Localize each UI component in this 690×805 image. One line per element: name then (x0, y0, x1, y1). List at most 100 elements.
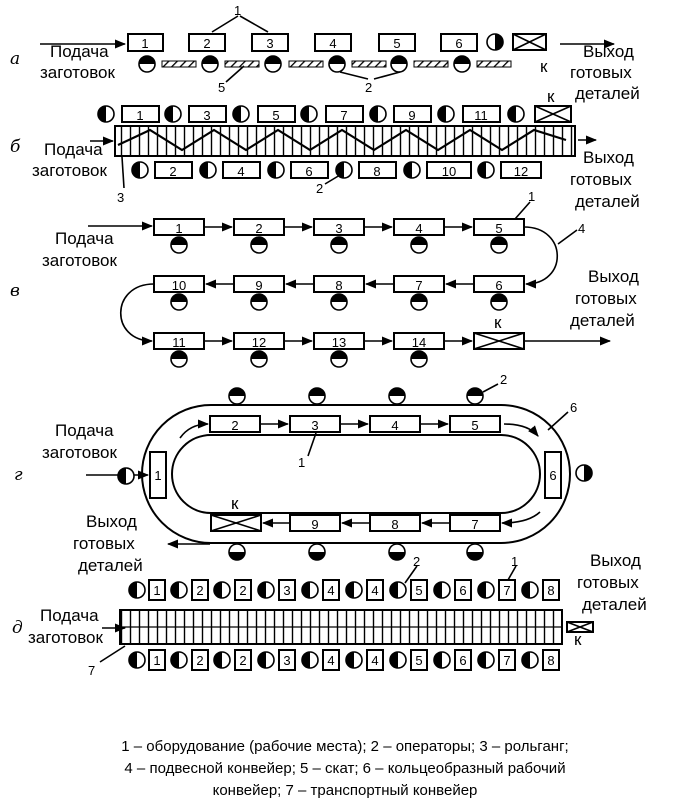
operator-icon (264, 55, 282, 73)
output-label-line2: готовых (570, 170, 632, 189)
callout-1: 1 (298, 455, 305, 470)
control-mark: к (231, 494, 239, 513)
output-label-line2: готовых (570, 63, 632, 82)
station: 7 (498, 579, 516, 601)
station: 11 (153, 332, 205, 350)
output-label-line2: готовых (575, 289, 637, 308)
callout-2: 2 (500, 372, 507, 387)
station: 7 (449, 514, 501, 532)
svg-text:10: 10 (442, 164, 456, 179)
svg-text:6: 6 (459, 653, 466, 668)
station: 4 (314, 33, 352, 52)
svg-text:5: 5 (415, 653, 422, 668)
operator-icon (250, 236, 268, 254)
svg-text:8: 8 (335, 278, 342, 293)
input-label-line1: Подача (55, 421, 114, 440)
svg-text:8: 8 (391, 517, 398, 532)
operator-icon (410, 350, 428, 368)
operator-icon (301, 581, 319, 599)
operator-icon (170, 293, 188, 311)
station: 2 (154, 161, 193, 179)
input-label-line1: Подача (40, 606, 99, 625)
station: 1 (148, 649, 166, 671)
operator-icon (308, 387, 326, 405)
station: 6 (290, 161, 329, 179)
input-label-line1: Подача (55, 229, 114, 248)
control-mark: к (574, 630, 582, 649)
station: 8 (369, 514, 421, 532)
station: 7 (498, 649, 516, 671)
station: 14 (393, 332, 445, 350)
operator-icon (466, 543, 484, 561)
chute (413, 60, 449, 68)
operator-icon (345, 581, 363, 599)
station: 8 (313, 275, 365, 293)
station: 2 (191, 579, 209, 601)
operator-icon (228, 543, 246, 561)
overhead-conveyor (523, 226, 559, 289)
operator-icon (170, 350, 188, 368)
callout-1: 1 (528, 189, 535, 204)
callout-4: 4 (578, 221, 585, 236)
control-mark: к (547, 87, 555, 106)
control-mark: к (540, 57, 548, 76)
svg-text:2: 2 (255, 221, 262, 236)
operator-icon (330, 236, 348, 254)
chute (476, 60, 512, 68)
station: 3 (251, 33, 289, 52)
station: 12 (500, 161, 542, 179)
operator-icon (390, 55, 408, 73)
callout-2: 2 (413, 554, 420, 569)
svg-text:4: 4 (329, 36, 336, 51)
operator-icon (128, 651, 146, 669)
station: 10 (426, 161, 472, 179)
station: 2 (209, 415, 261, 433)
control-station (512, 33, 547, 51)
input-label-line2: заготовок (32, 161, 108, 180)
station: 1 (148, 579, 166, 601)
station: 2 (233, 218, 285, 236)
operator-icon (250, 350, 268, 368)
chute (288, 60, 324, 68)
svg-text:14: 14 (412, 335, 426, 350)
operator-icon (170, 651, 188, 669)
input-label-line1: Подача (44, 140, 103, 159)
operator-icon (388, 387, 406, 405)
svg-text:5: 5 (393, 36, 400, 51)
operator-icon (170, 581, 188, 599)
control-station (566, 621, 594, 633)
svg-text:5: 5 (471, 418, 478, 433)
svg-text:1: 1 (175, 221, 182, 236)
operator-icon (477, 161, 495, 179)
output-label-line2: готовых (73, 534, 135, 553)
station: 1 (153, 218, 205, 236)
operator-icon (201, 55, 219, 73)
legend-line-3: конвейер; 7 – транспортный конвейер (212, 782, 478, 799)
callout-1: 1 (511, 554, 518, 569)
svg-text:11: 11 (172, 335, 186, 350)
chute (161, 60, 197, 68)
svg-text:9: 9 (408, 108, 415, 123)
panel-label-a: а (10, 49, 20, 69)
operator-icon (330, 293, 348, 311)
operator-icon (345, 651, 363, 669)
operator-icon (410, 236, 428, 254)
operator-icon (433, 651, 451, 669)
svg-text:12: 12 (514, 164, 528, 179)
station: 2 (234, 649, 252, 671)
operator-icon (477, 651, 495, 669)
input-label-line2: заготовок (42, 443, 118, 462)
operator-icon (403, 161, 421, 179)
station: 7 (325, 105, 364, 123)
station: 6 (440, 33, 478, 52)
svg-text:2: 2 (196, 653, 203, 668)
station: 4 (322, 579, 340, 601)
svg-text:10: 10 (172, 278, 186, 293)
station: 2 (191, 649, 209, 671)
station: 8 (542, 579, 560, 601)
operator-icon (389, 651, 407, 669)
operator-icon (213, 651, 231, 669)
operator-icon (410, 293, 428, 311)
station: 3 (313, 218, 365, 236)
output-label-line3: деталей (575, 192, 640, 211)
